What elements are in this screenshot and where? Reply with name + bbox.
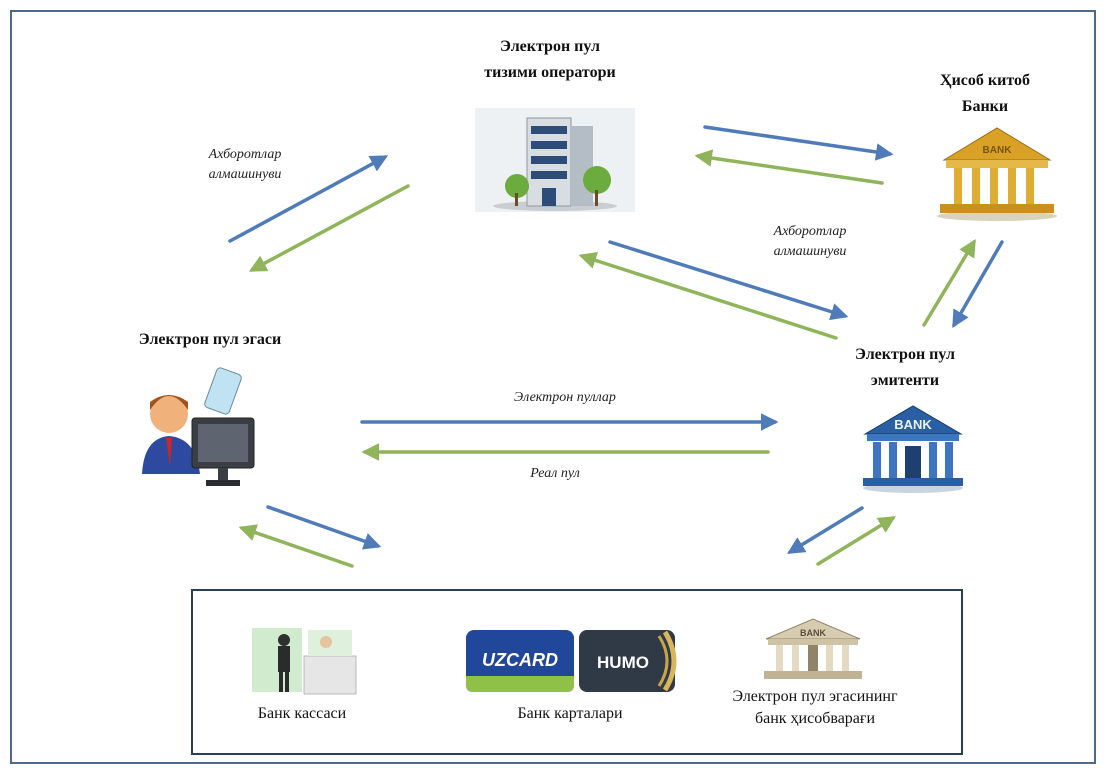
arrow-operator-to-issuer xyxy=(608,240,849,321)
clearing-bank-title: Ҳисоб китоб Банки xyxy=(940,72,1030,115)
arrow-channels-to-issuer xyxy=(816,516,896,566)
arrow-issuer-to-channels xyxy=(787,506,864,554)
cashier-desk-icon xyxy=(252,628,357,695)
arrow-operator-to-owner xyxy=(248,184,410,272)
owner-title: Электрон пул эгаси xyxy=(138,331,282,348)
svg-text:HUMO: HUMO xyxy=(597,653,649,672)
arrow-owner-to-operator xyxy=(228,155,389,243)
account-bank-icon: BANK xyxy=(764,618,862,679)
cash-desk-caption: Банк кассаси xyxy=(257,705,347,722)
svg-text:BANK: BANK xyxy=(983,145,1013,156)
electronic-money-label: Электрон пуллар xyxy=(514,390,616,405)
arrow-owner-to-channels xyxy=(266,505,382,550)
arrow-bank-to-operator xyxy=(694,149,884,185)
issuer-title: Электрон пул эмитенти xyxy=(855,346,955,389)
gold-bank-icon: BANK xyxy=(937,127,1057,221)
svg-text:BANK: BANK xyxy=(800,628,826,638)
svg-text:UZCARD: UZCARD xyxy=(482,650,558,670)
account-caption: Электрон пул эгасининг банк ҳисобварағи xyxy=(732,688,898,727)
uzcard-logo: UZCARD xyxy=(466,630,574,692)
office-building-icon xyxy=(475,108,635,212)
arrow-operator-to-bank xyxy=(703,125,894,161)
bank-cards-caption: Банк карталари xyxy=(517,705,623,722)
info-exchange-label-left: Ахборотлар алмашинуви xyxy=(208,147,282,182)
real-money-label: Реал пул xyxy=(530,466,580,481)
info-exchange-label-right: Ахборотлар алмашинуви xyxy=(773,224,847,259)
svg-text:BANK: BANK xyxy=(894,417,932,432)
arrow-issuer-to-operator xyxy=(578,251,838,340)
payment-channels-box xyxy=(191,589,963,755)
arrow-bank-to-issuer xyxy=(952,240,1004,329)
humo-logo: HUMO xyxy=(579,630,677,692)
arrow-issuer-to-bank xyxy=(922,239,976,327)
user-computer-icon xyxy=(142,367,255,486)
operator-title: Электрон пул тизими оператори xyxy=(484,38,616,81)
blue-bank-icon: BANK xyxy=(863,405,963,493)
arrow-channels-to-owner xyxy=(238,524,354,568)
